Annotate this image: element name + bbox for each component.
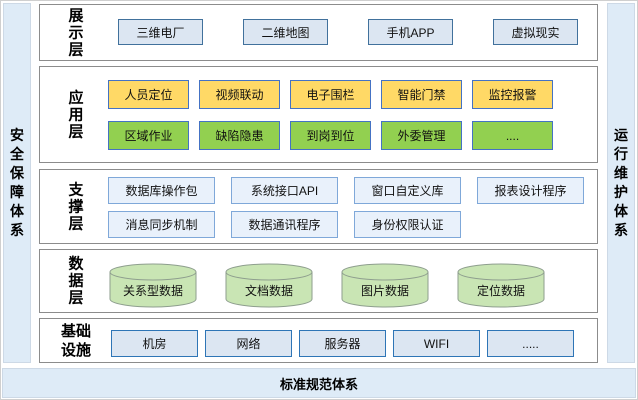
database-cylinder-icon (457, 263, 545, 308)
support-box: 身份权限认证 (354, 211, 461, 238)
layer-application: 应用层 人员定位视频联动电子围栏智能门禁监控报警区域作业缺陷隐患到岗到位外委管理… (39, 66, 598, 163)
layer-data-label: 数据层 (68, 255, 84, 307)
infra-box: 网络 (205, 330, 292, 357)
layer-presentation-label: 展示层 (68, 7, 84, 58)
left-pillar-label: 安全保障体系 (10, 127, 24, 238)
support-box: 数据库操作包 (108, 177, 215, 204)
application-box: 电子围栏 (290, 80, 371, 109)
support-box: 报表设计程序 (477, 177, 584, 204)
application-box: 监控报警 (472, 80, 553, 109)
application-row: 区域作业缺陷隐患到岗到位外委管理.... (40, 121, 597, 150)
layer-support-rows: 数据库操作包系统接口API 窗口自定义库报表设计程序消息同步机制数据通讯程序身份权… (40, 170, 597, 243)
application-box: 外委管理 (381, 121, 462, 150)
bottom-bar-standards-system: 标准规范体系 (2, 368, 636, 398)
layer-application-label: 应用层 (68, 89, 84, 140)
infra-box: 服务器 (299, 330, 386, 357)
database-cylinder-icon (341, 263, 429, 308)
support-box: 窗口自定义库 (354, 177, 461, 204)
layer-presentation: 展示层 三维电厂 二维地图 手机APP 虚拟现实 (39, 4, 598, 61)
application-box: 到岗到位 (290, 121, 371, 150)
application-box: 缺陷隐患 (199, 121, 280, 150)
infra-box: WIFI (393, 330, 480, 357)
layer-data: 数据层 关系型数据文档数据图片数据定位数据 (39, 249, 598, 313)
left-pillar-security-system: 安全保障体系 (3, 3, 31, 363)
layer-support-label: 支撑层 (68, 181, 84, 232)
application-box: 智能门禁 (381, 80, 462, 109)
layer-support: 支撑层 数据库操作包系统接口API 窗口自定义库报表设计程序消息同步机制数据通讯程… (39, 169, 598, 244)
data-cylinder: 定位数据 (457, 263, 545, 308)
support-box: 数据通讯程序 (231, 211, 338, 238)
application-box: 区域作业 (108, 121, 189, 150)
right-pillar-label: 运行维护体系 (614, 127, 628, 238)
database-cylinder-icon (225, 263, 313, 308)
presentation-box: 手机APP (368, 19, 453, 45)
application-box: 人员定位 (108, 80, 189, 109)
layer-infrastructure-rows: 机房网络服务器 WIFI..... (40, 319, 597, 362)
presentation-box: 二维地图 (243, 19, 328, 45)
infra-box: 机房 (111, 330, 198, 357)
presentation-row: 三维电厂 二维地图 手机APP 虚拟现实 (40, 19, 597, 45)
infra-row: 机房网络服务器 WIFI..... (40, 330, 597, 357)
bottom-bar-label: 标准规范体系 (279, 376, 358, 392)
support-row: 消息同步机制数据通讯程序身份权限认证 (40, 211, 597, 238)
data-cylinder: 文档数据 (225, 263, 313, 308)
support-box: 系统接口API (231, 177, 338, 204)
data-cylinder: 图片数据 (341, 263, 429, 308)
infra-box: ..... (487, 330, 574, 357)
presentation-box: 三维电厂 (118, 19, 203, 45)
presentation-box: 虚拟现实 (493, 19, 578, 45)
layer-data-rows: 关系型数据文档数据图片数据定位数据 (40, 250, 597, 312)
application-box: .... (472, 121, 553, 150)
data-cylinder: 关系型数据 (109, 263, 197, 308)
support-row: 数据库操作包系统接口API 窗口自定义库报表设计程序 (40, 177, 597, 204)
layer-application-rows: 人员定位视频联动电子围栏智能门禁监控报警区域作业缺陷隐患到岗到位外委管理.... (40, 67, 597, 162)
data-row: 关系型数据文档数据图片数据定位数据 (40, 263, 597, 308)
application-row: 人员定位视频联动电子围栏智能门禁监控报警 (40, 80, 597, 109)
layer-infrastructure-label: 基础设施 (60, 322, 91, 359)
support-box: 消息同步机制 (108, 211, 215, 238)
database-cylinder-icon (109, 263, 197, 308)
layer-infrastructure: 基础设施 机房网络服务器 WIFI..... (39, 318, 598, 363)
layer-presentation-rows: 三维电厂 二维地图 手机APP 虚拟现实 (40, 5, 597, 60)
application-box: 视频联动 (199, 80, 280, 109)
right-pillar-operation-maintenance-system: 运行维护体系 (607, 3, 635, 363)
